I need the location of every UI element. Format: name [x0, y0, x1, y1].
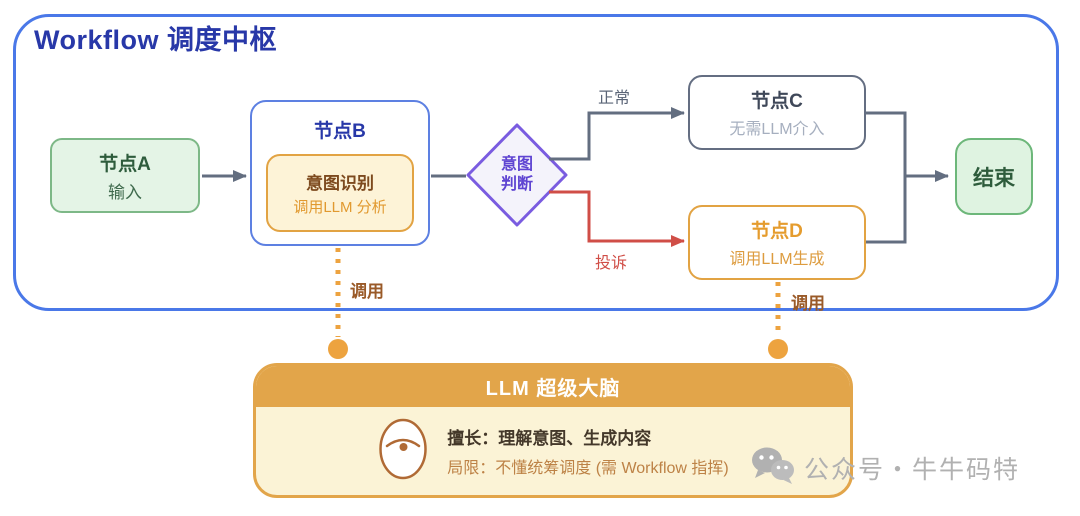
- decision-label: 意图 判断: [467, 125, 567, 225]
- node-a-subtitle: 输入: [108, 182, 142, 202]
- call-label-right: 调用: [791, 294, 825, 313]
- end-node-label: 结束: [973, 166, 1015, 190]
- call-endpoint-right: [768, 339, 788, 359]
- llm-strength: 擅长：理解意图、生成内容: [447, 429, 652, 448]
- node-b: 节点B 意图识别 调用LLM 分析: [250, 100, 430, 246]
- node-b-title: 节点B: [314, 121, 366, 142]
- wechat-icon: [750, 446, 796, 489]
- call-label-left: 调用: [350, 282, 384, 301]
- intent-box-subtitle: 调用LLM 分析: [293, 199, 387, 216]
- llm-brain-eye-icon: [377, 417, 429, 486]
- watermark-text: 公众号・牛牛码特: [804, 455, 1021, 484]
- node-c: 节点C 无需LLM介入: [688, 75, 866, 150]
- llm-text-block: 擅长：理解意图、生成内容 局限：不懂统筹调度 (需 Workflow 指挥): [447, 424, 729, 478]
- node-d: 节点D 调用LLM生成: [688, 205, 866, 280]
- llm-box: LLM 超级大脑 擅长：理解意图、生成内容 局限：不懂统筹调度 (需 Workf…: [253, 363, 853, 498]
- node-d-title: 节点D: [751, 221, 803, 242]
- node-d-subtitle: 调用LLM生成: [729, 251, 825, 268]
- decision-line2: 判断: [500, 176, 533, 193]
- node-c-subtitle: 无需LLM介入: [729, 121, 825, 138]
- watermark: 公众号・牛牛码特: [750, 446, 1020, 489]
- node-a: 节点A 输入: [50, 138, 200, 213]
- node-b-intent-box: 意图识别 调用LLM 分析: [266, 154, 414, 232]
- node-c-title: 节点C: [751, 91, 803, 112]
- edge-label-complaint: 投诉: [595, 255, 628, 272]
- call-endpoint-left: [328, 339, 348, 359]
- node-a-title: 节点A: [99, 153, 151, 175]
- decision-line1: 意图: [500, 156, 533, 173]
- edge-label-normal: 正常: [598, 90, 631, 107]
- intent-box-title: 意图识别: [306, 174, 374, 193]
- llm-body: 擅长：理解意图、生成内容 局限：不懂统筹调度 (需 Workflow 指挥): [256, 407, 850, 495]
- llm-limitation: 局限：不懂统筹调度 (需 Workflow 指挥): [447, 460, 729, 477]
- llm-header: LLM 超级大脑: [256, 366, 850, 407]
- end-node: 结束: [955, 138, 1033, 215]
- workflow-title: Workflow 调度中枢: [34, 25, 278, 55]
